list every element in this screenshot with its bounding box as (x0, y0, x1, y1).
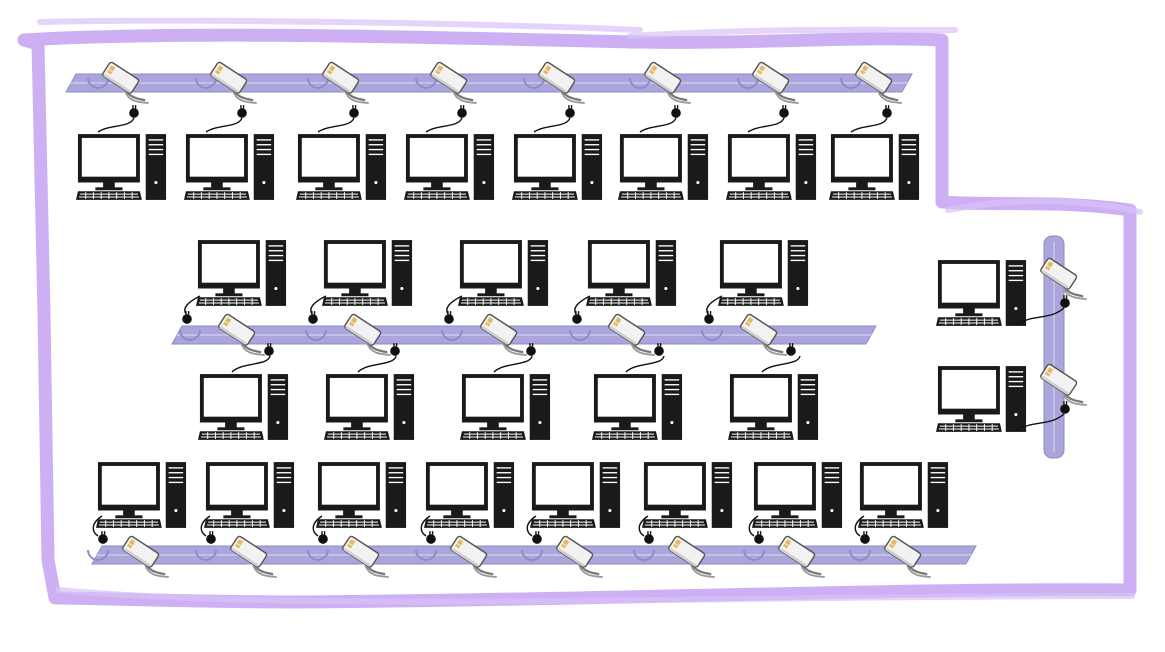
desktop-computer-icon (718, 239, 809, 307)
conduit-row-4 (87, 545, 977, 565)
connector-icon (426, 531, 436, 544)
cable (312, 515, 323, 537)
connector-icon (779, 105, 789, 118)
connector-icon (882, 105, 892, 118)
desktop-computer-icon (936, 365, 1027, 433)
desktop-computer-icon (198, 373, 289, 441)
desktop-computer-icon (752, 461, 843, 529)
desktop-computer-icon (96, 461, 187, 529)
cable (231, 355, 271, 373)
cable (850, 117, 888, 133)
desktop-computer-icon (458, 239, 549, 307)
cable (748, 515, 759, 537)
cable (317, 117, 355, 133)
cable (761, 355, 801, 373)
desktop-computer-icon (728, 373, 819, 441)
connector-icon (654, 343, 664, 356)
connector-icon (390, 343, 400, 356)
workstations-layer (65, 60, 1088, 579)
room-outline-overdraw (37, 17, 1143, 605)
connector-icon (349, 105, 359, 118)
connector-icon (318, 531, 328, 544)
connector-icon (444, 311, 454, 324)
cable (420, 515, 431, 537)
desktop-computer-icon (76, 133, 167, 201)
desktop-computer-icon (424, 461, 515, 529)
desktop-computer-icon (324, 373, 415, 441)
desktop-computer-icon (204, 461, 295, 529)
room-outline (17, 28, 1137, 609)
connector-icon (572, 311, 582, 324)
connector-icon (644, 531, 654, 544)
connector-icon (786, 343, 796, 356)
desktop-computer-icon (592, 373, 683, 441)
connector-icon (565, 105, 575, 118)
connector-icon (182, 311, 192, 324)
cable (357, 355, 397, 373)
desktop-computer-icon (829, 133, 920, 201)
cable (92, 515, 103, 537)
connector-icon (129, 105, 139, 118)
desktop-computer-icon (530, 461, 621, 529)
connector-icon (526, 343, 536, 356)
cable (205, 117, 243, 133)
connector-icon (532, 531, 542, 544)
cable (526, 515, 537, 537)
cable (639, 117, 677, 133)
connector-icon (98, 531, 108, 544)
desktop-computer-icon (586, 239, 677, 307)
cable (638, 515, 649, 537)
cable (533, 117, 571, 133)
desktop-computer-icon (316, 461, 407, 529)
cable (1015, 413, 1065, 431)
desktop-computer-icon (726, 133, 817, 201)
desktop-computer-icon (512, 133, 603, 201)
connector-icon (308, 311, 318, 324)
cable (1015, 307, 1065, 325)
cable (97, 117, 135, 133)
connector-icon (457, 105, 467, 118)
desktop-computer-icon (858, 461, 949, 529)
connector-icon (860, 531, 870, 544)
cable (493, 355, 533, 373)
connector-icon (206, 531, 216, 544)
desktop-computer-icon (642, 461, 733, 529)
connector-icon (237, 105, 247, 118)
cable (854, 515, 865, 537)
cable (200, 515, 211, 537)
desktop-computer-icon (936, 259, 1027, 327)
connector-icon (264, 343, 274, 356)
desktop-computer-icon (296, 133, 387, 201)
desktop-computer-icon (460, 373, 551, 441)
connector-icon (704, 311, 714, 324)
cable (747, 117, 785, 133)
cable (425, 117, 463, 133)
desktop-computer-icon (618, 133, 709, 201)
cable (625, 355, 665, 373)
desktop-computer-icon (184, 133, 275, 201)
desktop-computer-icon (322, 239, 413, 307)
desktop-computer-icon (404, 133, 495, 201)
connector-icon (754, 531, 764, 544)
desktop-computer-icon (196, 239, 287, 307)
connector-icon (671, 105, 681, 118)
